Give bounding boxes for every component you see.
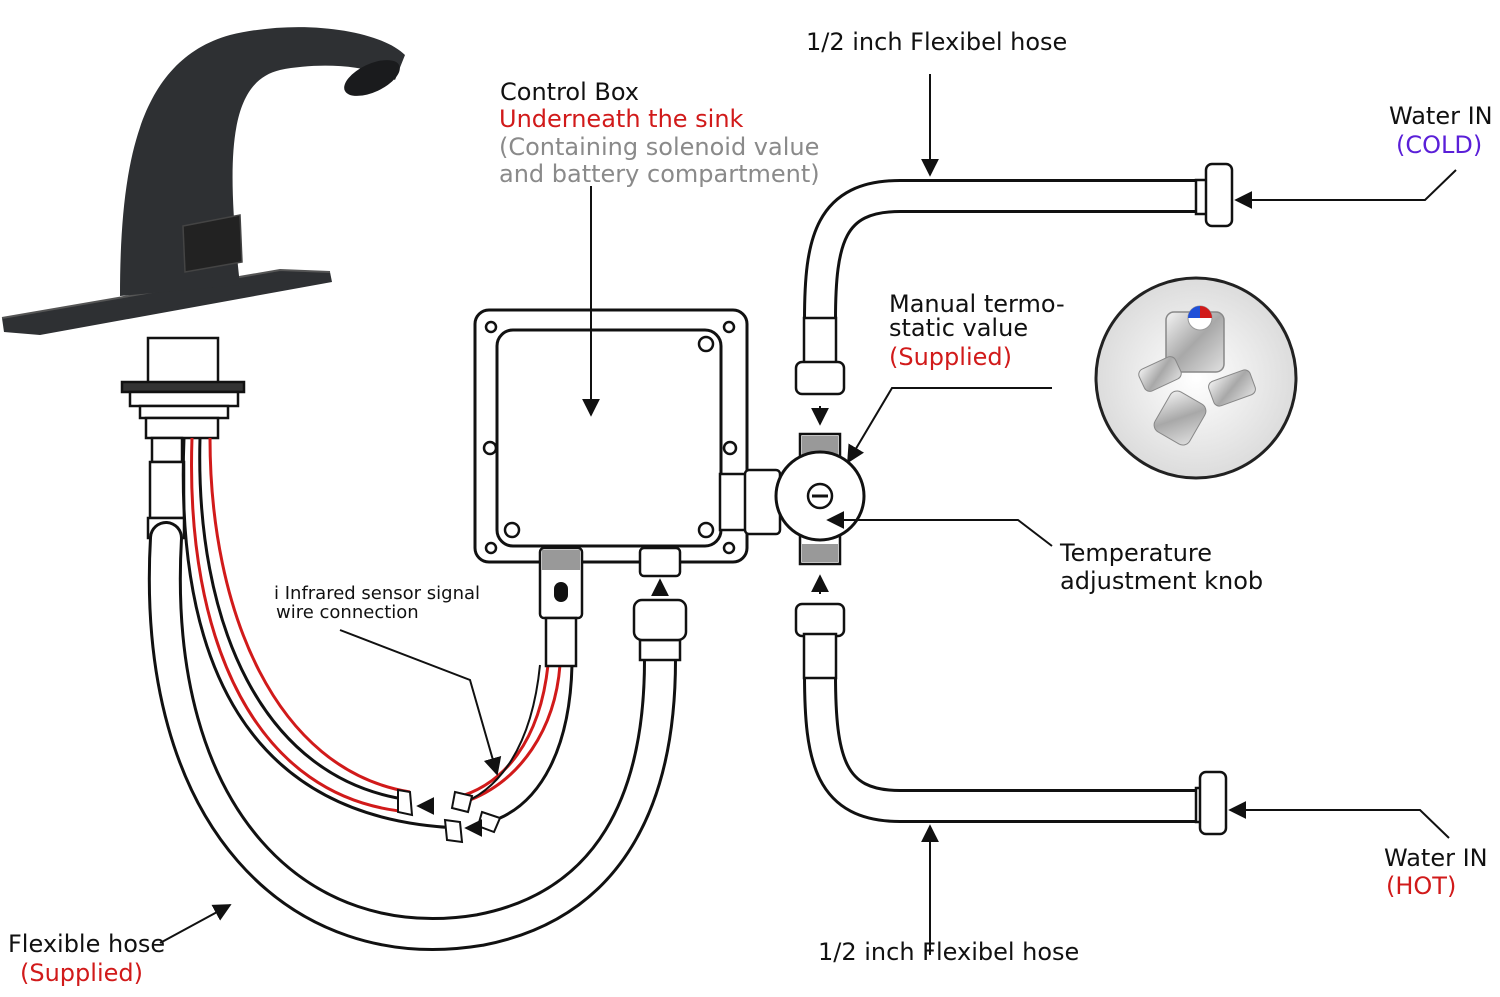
control-box-note-2: and battery compartment) [499,160,820,188]
control-box [473,308,782,668]
temp-knob-label-2: adjustment knob [1060,567,1264,595]
cold-hose [794,162,1234,396]
control-box-label: Control Box [500,78,639,106]
temp-knob-label-1: Temperature [1060,539,1213,567]
cold-label: (COLD) [1396,131,1483,159]
sensor-label-1: i Infrared sensor signal [274,583,481,604]
thermo-arrow [847,387,1052,464]
flexible-hose-label: Flexible hose [8,930,166,958]
sensor-cable [181,437,464,844]
control-box-cable [450,664,574,834]
thermostatic-valve [774,432,866,566]
flexible-hose-faucet [147,521,688,951]
flex-hose-arrow [159,904,232,944]
temp-knob-arrow [826,511,1053,547]
control-box-location: Underneath the sink [499,105,744,133]
control-box-note-1: (Containing solenoid value [499,133,820,161]
hot-hose [794,602,1228,836]
thermo-supplied-label: (Supplied) [889,343,1012,371]
sensor-label-2: wire connection [276,602,419,623]
water-in-cold-label: Water IN [1389,102,1493,130]
sensor-arrow [339,629,502,776]
leader-lines [159,74,1457,955]
thermo-valve-label-2: static value [889,314,1029,342]
faucet [1,27,405,335]
top-hose-label: 1/2 inch Flexibel hose [806,28,1068,56]
flexible-hose-supplied-label: (Supplied) [20,959,143,987]
hot-arrow [1228,801,1450,839]
valve-photo [1094,276,1298,480]
bottom-hose-label: 1/2 inch Flexibel hose [818,938,1080,966]
water-in-hot-label: Water IN [1384,844,1488,872]
cold-arrow [1234,169,1457,209]
thermo-valve-label-1: Manual termo- [889,290,1065,318]
hot-label: (HOT) [1386,872,1457,900]
